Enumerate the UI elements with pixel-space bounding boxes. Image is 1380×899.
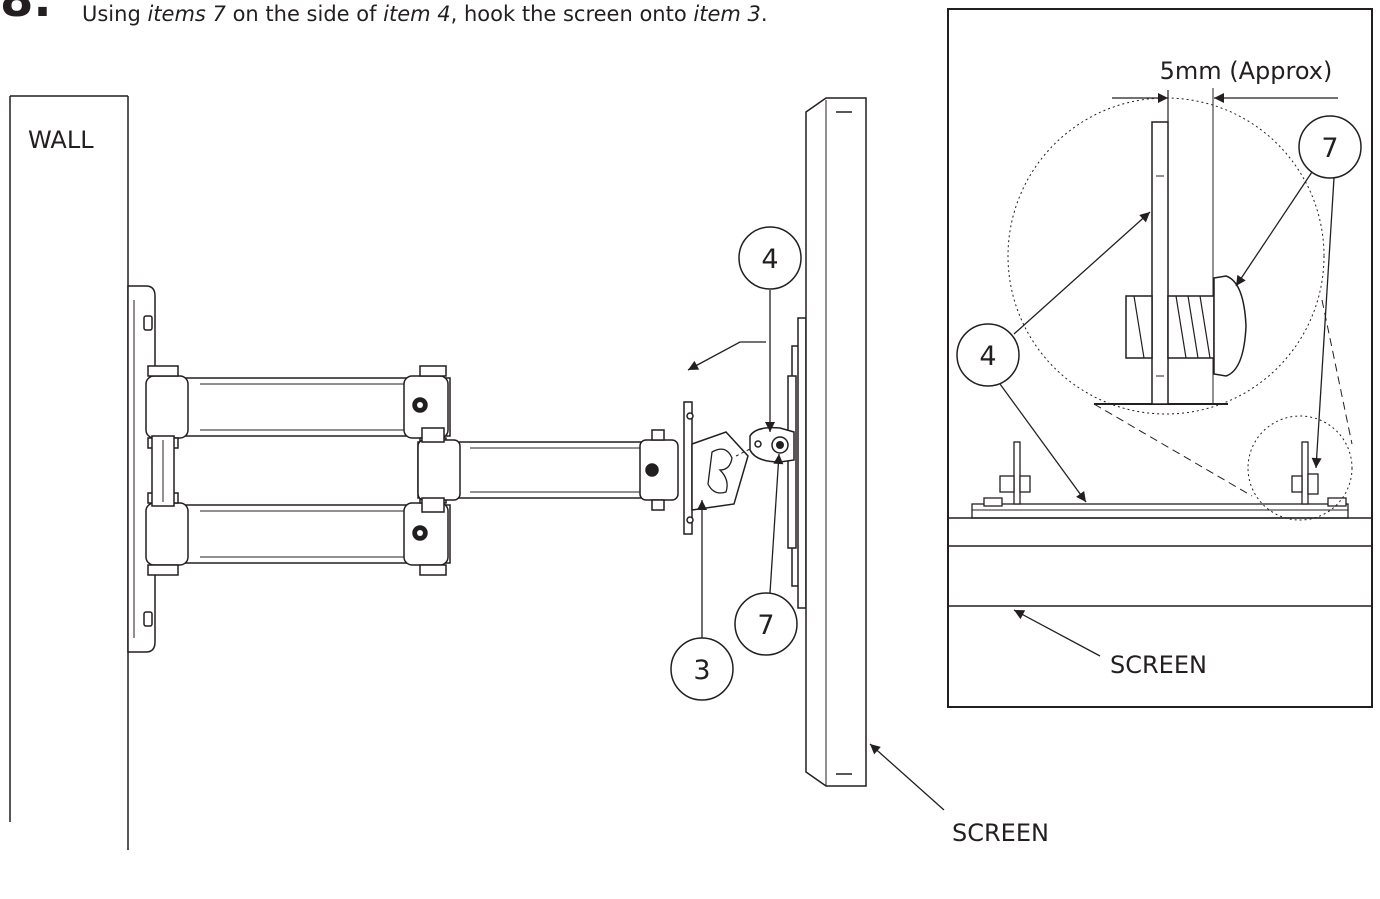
detail-overview-bracket — [971, 441, 1349, 519]
screen-label-detail: SCREEN — [1110, 651, 1207, 679]
tilt-bracket — [651, 401, 749, 535]
instruction-text-2: on the side of — [225, 2, 384, 26]
step-instruction: Using items 7 on the side of item 4, hoo… — [82, 2, 768, 26]
callout-item-7-text: 7 — [757, 610, 774, 641]
projection-line-1 — [1093, 403, 1253, 497]
wall-label: WALL — [28, 126, 94, 154]
projection-line-2 — [1321, 299, 1353, 445]
instruction-item-7-ref: items 7 — [147, 2, 226, 26]
callout-item-3 — [670, 500, 734, 701]
instruction-item-4-ref: item 4 — [383, 2, 451, 26]
small-detail-circle — [1247, 415, 1353, 521]
hook-alignment-line — [735, 443, 761, 457]
upper-arm — [145, 365, 451, 449]
wall-plate — [127, 285, 156, 653]
magnified-detail-circle — [1007, 97, 1325, 415]
screen-leader-detail — [1013, 609, 1101, 657]
callout-item-7 — [734, 453, 798, 656]
detail-callout-item-7 — [1235, 115, 1362, 469]
detail-callout-item-4-text: 4 — [979, 341, 996, 372]
detail-callout-item-4 — [956, 211, 1151, 503]
screw-item-7 — [771, 436, 789, 454]
detail-callout-item-7-text: 7 — [1321, 133, 1338, 164]
callout-item-4-text: 4 — [761, 244, 778, 275]
instruction-text-4: . — [760, 2, 768, 26]
screen-side — [805, 97, 867, 787]
wall — [9, 95, 129, 850]
callout-item-4 — [738, 226, 802, 432]
screen-label-main: SCREEN — [952, 819, 1049, 847]
lower-arm — [145, 492, 451, 576]
instruction-text-3: , hook the screen onto — [450, 2, 694, 26]
detail-screen — [948, 517, 1372, 607]
instruction-item-3-ref: item 3 — [693, 2, 761, 26]
detail-view: 5mm (Approx) — [947, 8, 1373, 708]
vertical-hinge — [151, 435, 175, 507]
step-number: 8. — [0, 0, 52, 22]
dimension-label: 5mm (Approx) — [1160, 57, 1333, 85]
instruction-text-1: Using — [82, 2, 148, 26]
screen-leader-main — [869, 743, 945, 811]
detail-bracket-plate — [1151, 121, 1169, 405]
extension-arm — [417, 427, 679, 513]
callout-item-3-text: 3 — [693, 655, 710, 686]
direction-arrow — [687, 341, 766, 371]
detail-screw — [1125, 275, 1247, 377]
